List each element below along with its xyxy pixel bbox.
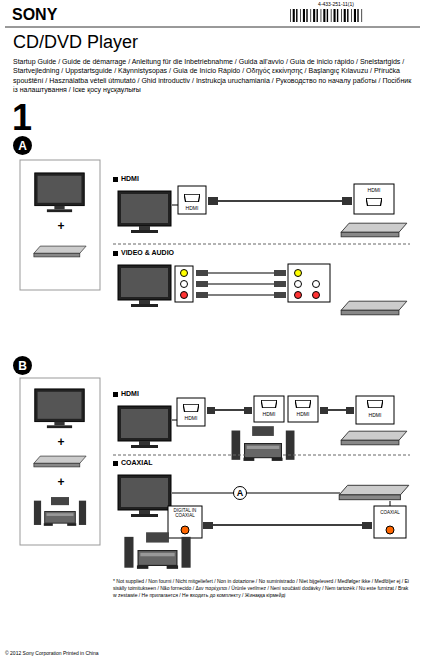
print-note: © 2012 Sony Corporation Printed in China (5, 650, 225, 656)
document-title: CD/DVD Player (13, 32, 313, 54)
badge-letter: A (18, 140, 27, 152)
subtitle: Startup Guide / Guide de démarrage / Anl… (13, 57, 413, 95)
section-badge: A (13, 136, 32, 155)
jack-label: HDMI (179, 415, 203, 421)
reference-badge: A (233, 486, 247, 500)
jack-label: HDMI (290, 411, 316, 417)
section-header: VIDEO & AUDIO (121, 249, 241, 257)
section-badge: B (13, 356, 32, 375)
part-number: 4-433-251-11(1) (286, 1, 386, 7)
badge-letter: B (18, 360, 27, 372)
jack-label: HDMI (358, 412, 392, 418)
plus-sign: + (55, 476, 67, 488)
jack-label: DIGITAL IN COAXIAL (169, 508, 201, 518)
footnote: * Not supplied / Non fourni / Nicht mitg… (113, 578, 413, 599)
jack-label: HDMI (356, 187, 392, 193)
jack-label: COAXIAL (375, 510, 405, 515)
step-number: 1 (12, 100, 52, 136)
jack-label: HDMI (180, 205, 204, 211)
brand-logo: SONY (12, 6, 102, 24)
plus-sign: + (55, 220, 67, 232)
plus-sign: + (55, 436, 67, 448)
section-header: COAXIAL (121, 459, 201, 467)
section-header: HDMI (121, 390, 201, 398)
jack-label: HDMI (256, 411, 282, 417)
section-header: HDMI (121, 175, 201, 183)
badge-letter: A (237, 489, 244, 498)
